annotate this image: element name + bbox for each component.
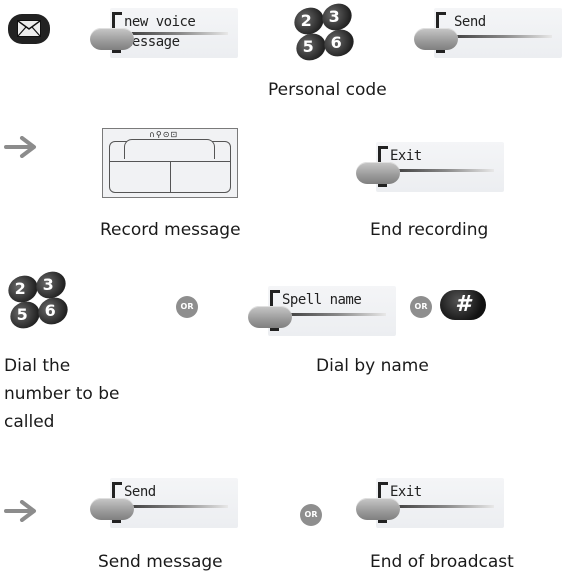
- key-6-digit: 6: [330, 33, 342, 53]
- envelope-icon: [17, 20, 41, 37]
- key-3-digit: 3: [42, 275, 54, 295]
- softkey-exit[interactable]: Exit: [356, 142, 504, 192]
- softkey-button[interactable]: [414, 28, 458, 50]
- softkey-button[interactable]: [90, 498, 134, 520]
- softkey-line: [278, 313, 386, 316]
- softkey-line: [120, 505, 228, 508]
- softkey-exit[interactable]: Exit: [356, 478, 504, 528]
- or-badge: OR: [410, 296, 432, 318]
- key-6[interactable]: 6: [319, 24, 359, 62]
- arrow-icon: [4, 500, 36, 522]
- softkey-send[interactable]: Send: [414, 8, 562, 58]
- caption-end-recording: End recording: [370, 220, 489, 240]
- softkey-new-voice-message[interactable]: new voice message: [90, 8, 238, 58]
- caption-personal-code: Personal code: [268, 80, 387, 100]
- or-badge: OR: [176, 296, 198, 318]
- softkey-label: new voice message: [124, 14, 196, 50]
- softkey-label: Exit: [390, 148, 422, 164]
- softkey-button[interactable]: [90, 28, 134, 50]
- caption-dial-by-name: Dial by name: [316, 356, 429, 376]
- status-icons: ∩⚲⊙⊡: [149, 130, 179, 139]
- softkey-line: [120, 32, 228, 35]
- softkey-button[interactable]: [356, 498, 400, 520]
- softkey-line: [444, 35, 552, 38]
- or-badge: OR: [300, 504, 322, 526]
- key-6[interactable]: 6: [33, 292, 73, 330]
- softkey-line: [386, 505, 494, 508]
- key-2-digit: 2: [14, 279, 26, 299]
- display-vline: [170, 162, 171, 193]
- caption-send-message: Send message: [98, 552, 223, 572]
- mail-icon[interactable]: [8, 14, 50, 44]
- softkey-label: Spell name: [282, 292, 362, 308]
- display-tab: [124, 139, 215, 159]
- softkey-label: Send: [454, 14, 486, 30]
- key-3-digit: 3: [328, 7, 340, 27]
- hash-icon[interactable]: #: [440, 290, 486, 320]
- key-2-digit: 2: [300, 11, 312, 31]
- softkey-send[interactable]: Send: [90, 478, 238, 528]
- softkey-label: Exit: [390, 484, 422, 500]
- arrow-icon: [4, 136, 36, 158]
- caption-end-of-broadcast: End of broadcast: [370, 552, 514, 572]
- record-display: ∩⚲⊙⊡: [102, 128, 238, 198]
- key-5-digit: 5: [16, 305, 28, 325]
- caption-dial-number: Dial the number to be called: [4, 356, 120, 432]
- display-divider: [109, 161, 231, 162]
- keypad-icon[interactable]: 2 3 5 6: [289, 0, 359, 66]
- key-5-digit: 5: [302, 37, 314, 57]
- keypad-icon[interactable]: 2 3 5 6: [3, 266, 73, 334]
- softkey-button[interactable]: [248, 306, 292, 328]
- caption-record-message: Record message: [100, 220, 241, 240]
- softkey-label: Send: [124, 484, 156, 500]
- softkey-spell-name[interactable]: Spell name: [248, 286, 396, 336]
- key-6-digit: 6: [44, 301, 56, 321]
- softkey-button[interactable]: [356, 162, 400, 184]
- softkey-line: [386, 169, 494, 172]
